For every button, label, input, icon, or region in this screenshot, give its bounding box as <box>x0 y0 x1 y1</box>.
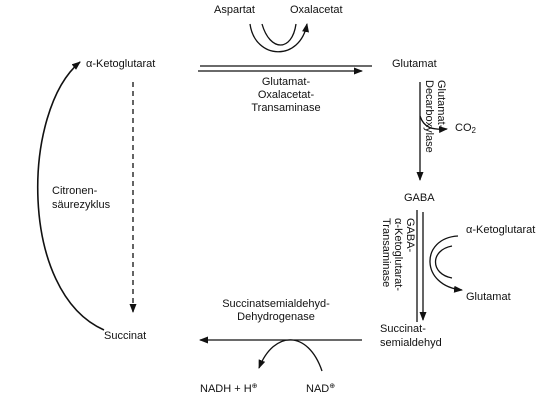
aspartat-oxalacetat-curves <box>249 23 309 53</box>
nad-text: NAD <box>306 383 330 395</box>
curve-ketoglutarat-to-glutamat <box>429 235 463 293</box>
top-double-arrow <box>198 65 372 75</box>
label-glutamat-oxalacetat-transaminase: Glutamat- Oxalacetat- Transaminase <box>251 76 321 114</box>
label-nad: NAD⊕ <box>306 380 335 396</box>
label-gaba-transaminase: GABA- α-Ketoglutarat- Transaminase <box>380 218 416 292</box>
label-nadh: NADH + H⊕ <box>200 380 258 396</box>
label-succinatsemialdehyd: Succinat- semialdehyd <box>380 323 442 349</box>
label-glutamat-top: Glutamat <box>392 58 437 70</box>
curve-inner-right <box>435 245 453 279</box>
label-gaba: GABA <box>404 192 435 204</box>
label-aspartat: Aspartat <box>214 4 255 16</box>
label-citronensaeurezyklus: Citronen- säurezyklus <box>52 185 111 211</box>
co2-subscript: 2 <box>471 126 476 135</box>
nad-to-nadh-curve <box>258 339 323 372</box>
nadh-superscript: ⊕ <box>251 383 258 390</box>
label-succinat: Succinat <box>104 330 147 342</box>
co2-text: CO <box>455 122 472 134</box>
label-glutamat-right: Glutamat <box>466 291 511 303</box>
gaba-transaminase-double-arrow <box>416 210 427 322</box>
label-oxalacetat: Oxalacetat <box>290 4 343 16</box>
return-curve-arrow <box>36 61 105 331</box>
curve-inner <box>261 23 297 46</box>
label-alpha-ketoglutarat-right: α-Ketoglutarat <box>466 224 536 236</box>
label-succinatsemialdehyd-dehydrogenase: Succinatsemialdehyd- Dehydrogenase <box>222 298 330 323</box>
ketoglutarat-glutamat-curves <box>429 235 463 293</box>
label-glutamat-decarboxylase: Glutamat- Decarboxylase <box>423 80 447 153</box>
nad-superscript: ⊕ <box>329 383 336 390</box>
nadh-text: NADH + H <box>200 383 252 395</box>
label-alpha-ketoglutarat-left: α-Ketoglutarat <box>86 58 156 70</box>
curve-aspartat-to-oxalacetat <box>249 23 309 53</box>
label-co2: CO2 <box>455 122 476 137</box>
co2-release-arrow <box>419 115 448 134</box>
